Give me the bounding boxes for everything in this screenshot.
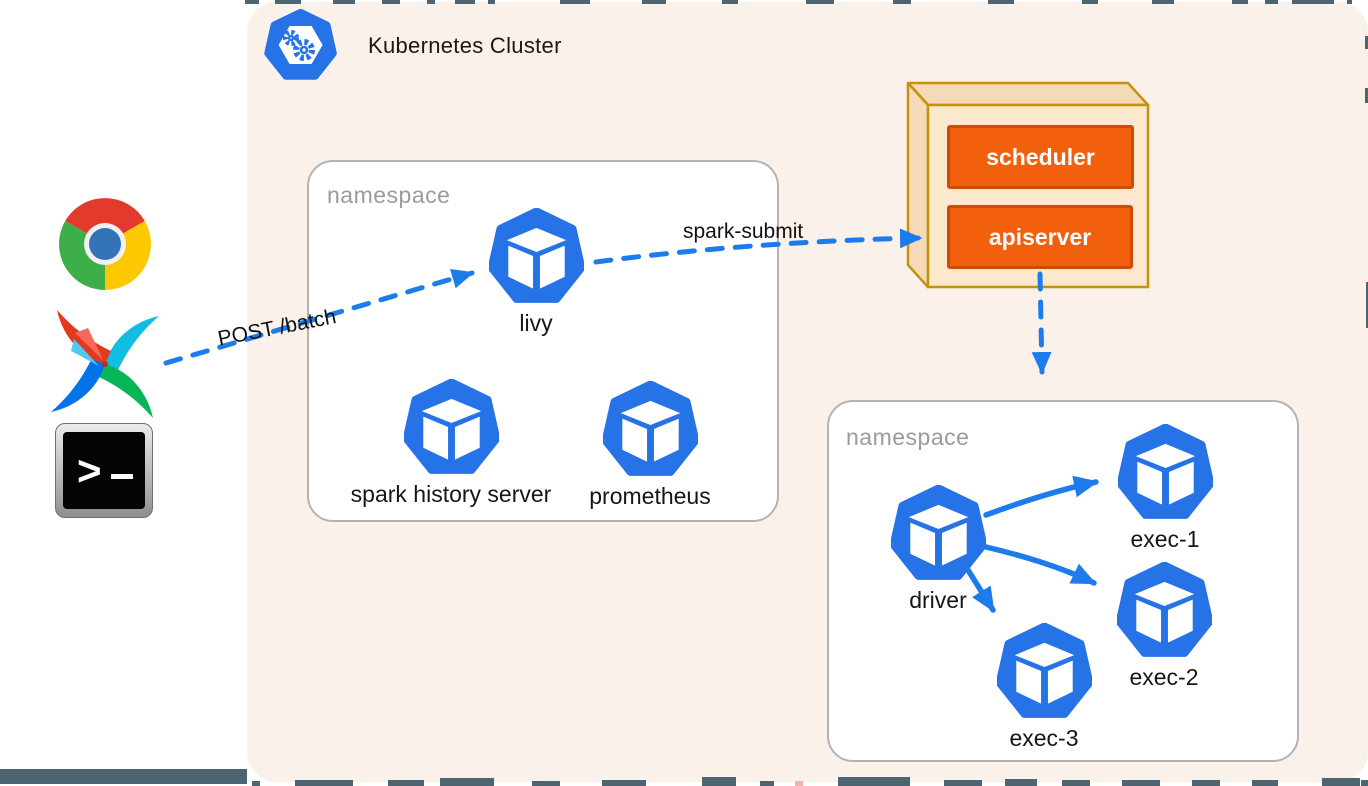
crop-fragment [602, 780, 646, 786]
crop-fragment [1265, 0, 1278, 4]
crop-fragment [838, 777, 910, 786]
crop-fragment [1232, 0, 1248, 4]
arrow-driver-exec1 [986, 482, 1096, 515]
crop-fragment [988, 0, 1014, 4]
crop-fragment [806, 0, 834, 4]
crop-fragment [295, 780, 353, 786]
crop-fragment [760, 781, 774, 786]
arrow-label-spark-submit: spark-submit [683, 220, 803, 244]
crop-fragment [1292, 0, 1334, 4]
crop-fragment [795, 781, 803, 786]
arrow-driver-exec3 [968, 570, 993, 610]
crop-fragment [333, 0, 355, 4]
crop-fragment [1192, 780, 1220, 786]
crop-fragment [245, 0, 259, 4]
crop-fragment [893, 0, 911, 4]
crop-fragment [1322, 778, 1360, 786]
crop-fragment [532, 781, 560, 786]
crop-fragment [275, 0, 301, 4]
crop-fragment [1252, 780, 1278, 786]
crop-fragment [1361, 780, 1368, 786]
crop-fragment [1347, 0, 1352, 4]
crop-fragment [440, 778, 494, 786]
crop-fragment [702, 777, 736, 786]
crop-fragment [455, 0, 475, 4]
crop-fragment [560, 0, 590, 4]
crop-fragment [1062, 780, 1090, 786]
crop-fragment [1005, 779, 1037, 786]
crop-fragment [1122, 780, 1160, 786]
crop-fragment [382, 0, 400, 4]
crop-fragment [1152, 0, 1174, 4]
crop-fragment [1082, 0, 1098, 4]
crop-fragment [944, 780, 982, 786]
arrow-apiserver-down [1040, 274, 1042, 372]
crop-fragment [488, 0, 495, 4]
crop-fragment [388, 780, 424, 786]
crop-fragment [252, 781, 260, 786]
crop-fragment [722, 0, 738, 4]
crop-fragment [642, 0, 666, 4]
arrow-driver-exec2 [986, 547, 1094, 583]
crop-fragment [427, 0, 435, 4]
crop-fragment [0, 769, 247, 784]
